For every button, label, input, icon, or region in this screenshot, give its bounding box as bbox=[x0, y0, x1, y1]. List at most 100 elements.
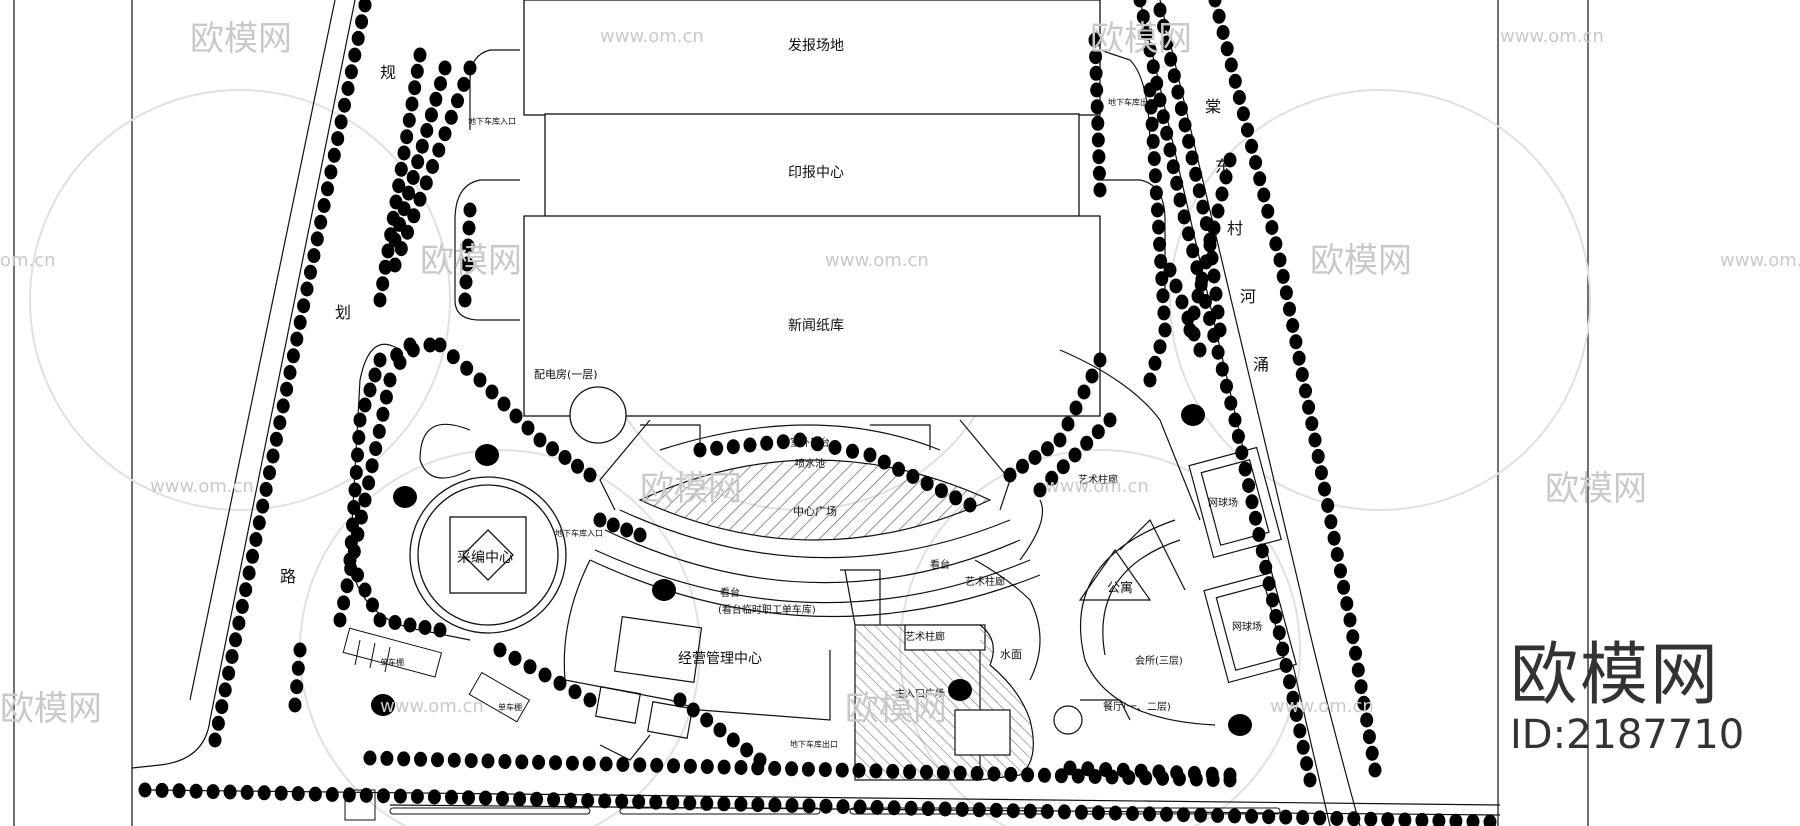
tree-dot bbox=[1192, 183, 1206, 199]
tree-dot bbox=[327, 147, 341, 163]
tree-dot bbox=[1103, 412, 1117, 428]
watermark-brand-5: 欧模网 bbox=[640, 469, 742, 509]
tree-dot bbox=[1028, 450, 1042, 465]
paper-store-block bbox=[523, 215, 1101, 417]
tree-dot bbox=[383, 372, 397, 388]
shrub-dot bbox=[475, 444, 499, 466]
tree-dot bbox=[828, 440, 842, 455]
tree-dot bbox=[802, 798, 816, 814]
tree-dot bbox=[1021, 767, 1035, 783]
tree-dot bbox=[1156, 109, 1170, 125]
shrub-dot bbox=[1228, 714, 1252, 736]
tree-dot bbox=[1318, 481, 1331, 497]
brand-id: ID:2187710 bbox=[1510, 712, 1745, 758]
label-stand: 看台 bbox=[720, 586, 740, 599]
tree-dot bbox=[1308, 432, 1322, 448]
tree-dot bbox=[1347, 811, 1361, 826]
tree-rows bbox=[138, 0, 1497, 826]
tree-dot bbox=[1330, 547, 1344, 562]
shrub-dot bbox=[371, 694, 395, 716]
tree-dot bbox=[853, 799, 867, 815]
label-river-east-1: 棠 bbox=[1205, 97, 1221, 116]
tree-dot bbox=[1398, 812, 1412, 826]
tree-dot bbox=[1169, 278, 1183, 294]
label-central-plaza: 中心广场 bbox=[793, 504, 837, 518]
tree-dot bbox=[1279, 658, 1293, 673]
tree-dot bbox=[1091, 115, 1105, 131]
tree-dot bbox=[359, 787, 373, 803]
tree-dot bbox=[1136, 9, 1150, 25]
tree-dot bbox=[650, 757, 664, 773]
tree-dot bbox=[1276, 641, 1290, 657]
tree-dot bbox=[206, 784, 220, 800]
tree-dot bbox=[1207, 220, 1221, 236]
tree-dot bbox=[331, 131, 345, 147]
tree-dot bbox=[363, 750, 377, 766]
tree-dot bbox=[633, 757, 647, 773]
tree-dot bbox=[473, 372, 487, 388]
tree-dot bbox=[877, 454, 891, 470]
tree-dot bbox=[1177, 807, 1190, 823]
tree-dot bbox=[538, 667, 552, 683]
tree-dot bbox=[1224, 57, 1238, 73]
tree-dot bbox=[1241, 122, 1254, 138]
tree-dot bbox=[1196, 199, 1210, 215]
watermark-brand-1: 欧模网 bbox=[190, 19, 292, 59]
tree-dot bbox=[509, 408, 523, 424]
tree-dot bbox=[348, 47, 362, 63]
tree-dot bbox=[1362, 729, 1376, 745]
tree-dot bbox=[1364, 811, 1378, 826]
tree-dot bbox=[1220, 41, 1234, 57]
tree-dot bbox=[1293, 723, 1307, 739]
tree-dot bbox=[1415, 812, 1429, 826]
label-paper-store: 新闻纸库 bbox=[788, 318, 844, 334]
tree-dot bbox=[1255, 543, 1269, 559]
tree-dot bbox=[496, 791, 509, 806]
tree-dot bbox=[1195, 271, 1209, 287]
tree-dot bbox=[344, 561, 358, 577]
tree-dot bbox=[1235, 445, 1249, 461]
tree-dot bbox=[819, 798, 833, 814]
bike-sheds bbox=[342, 627, 531, 723]
tree-dot bbox=[1147, 151, 1161, 167]
tree-dot bbox=[418, 620, 432, 635]
tree-dot bbox=[342, 787, 356, 803]
issue-yard-block bbox=[523, 0, 1101, 116]
tree-dot bbox=[1203, 237, 1217, 253]
tree-dot bbox=[583, 692, 597, 708]
label-editorial-center: 采编中心 bbox=[457, 550, 513, 566]
tree-dot bbox=[717, 796, 731, 812]
tree-dot bbox=[1232, 90, 1246, 105]
tree-dot bbox=[1199, 254, 1213, 270]
tree-dot bbox=[1153, 236, 1167, 252]
tree-dot bbox=[785, 797, 799, 813]
tree-dot bbox=[447, 752, 461, 768]
tree-dot bbox=[459, 274, 473, 290]
tree-dot bbox=[1211, 203, 1225, 219]
tree-dot bbox=[334, 114, 348, 130]
tree-dot bbox=[1261, 203, 1275, 219]
tree-dot bbox=[768, 797, 782, 813]
tree-dot bbox=[349, 465, 363, 480]
tree-dot bbox=[229, 632, 242, 648]
tree-dot bbox=[235, 598, 249, 614]
tree-dot bbox=[1158, 322, 1172, 338]
tree-dot bbox=[906, 468, 920, 484]
tree-dot bbox=[372, 423, 386, 439]
tree-dot bbox=[760, 435, 774, 451]
tree-dot bbox=[987, 766, 1001, 782]
tree-dot bbox=[362, 475, 376, 491]
tree-dot bbox=[1219, 169, 1233, 185]
tree-dot bbox=[1273, 252, 1287, 268]
tree-dot bbox=[376, 276, 390, 292]
tree-dot bbox=[583, 467, 597, 483]
tree-dot bbox=[1302, 399, 1316, 415]
tree-dot bbox=[936, 765, 950, 781]
labels: 发报场地 印报中心 新闻纸库 配电房(一层) 地下车库入口 地下车库出口 室外舞… bbox=[280, 38, 1269, 749]
tree-dot bbox=[1330, 810, 1344, 826]
tree-dot bbox=[938, 801, 952, 817]
tree-dot bbox=[211, 715, 225, 731]
tree-dot bbox=[955, 801, 969, 817]
tree-dot bbox=[1057, 804, 1071, 820]
tree-dot bbox=[1194, 807, 1208, 823]
